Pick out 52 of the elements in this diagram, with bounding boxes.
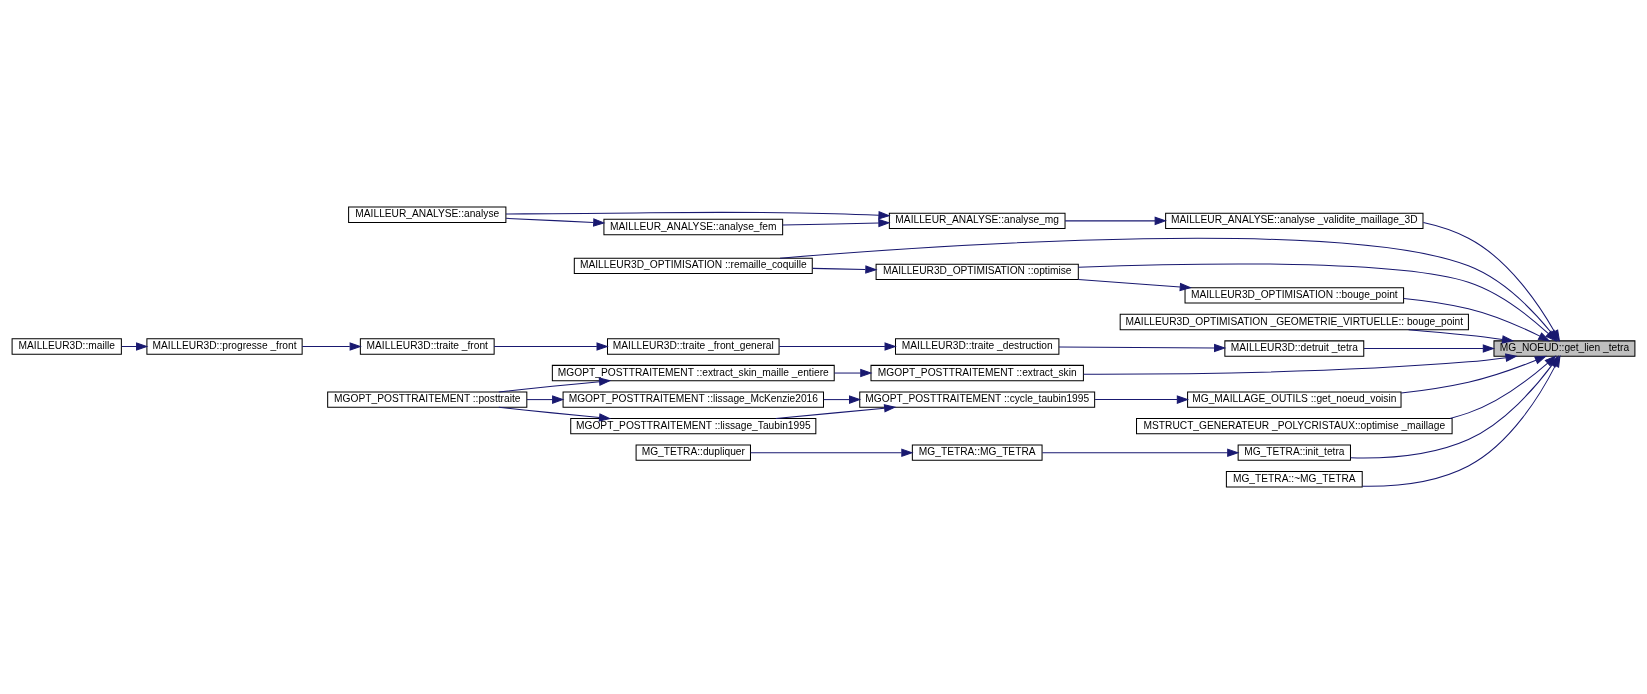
arrow (823, 395, 862, 404)
arrow (301, 342, 362, 351)
arrow (812, 265, 878, 274)
arrow (498, 377, 612, 393)
arrow (526, 395, 565, 404)
arrow (778, 342, 897, 351)
arrow (1400, 355, 1548, 394)
node-box: MAILLEUR_ANALYSE::analyse_fem (603, 218, 784, 236)
arrow (1058, 343, 1227, 353)
node-box: MAILLEUR3D::detruit _tetra (1224, 340, 1365, 357)
node-box: MAILLEUR3D_OPTIMISATION _GEOMETRIE_VIRTUELLE:: bouge_point (1119, 313, 1469, 331)
node-box: MAILLEUR3D::traite _front (359, 338, 495, 355)
arrow (1077, 278, 1192, 292)
arrow (1363, 344, 1496, 353)
node-box: MAILLEUR_ANALYSE::analyse_mg (888, 212, 1066, 230)
node-box: MAILLEUR3D_OPTIMISATION ::optimise (875, 263, 1079, 281)
node-box: MGOPT_POSTTRAITEMENT ::lissage_McKenzie2016 (562, 391, 824, 408)
node-box: MAILLEUR_ANALYSE::analyse _validite_maillage_3D (1165, 212, 1424, 230)
arrow (505, 211, 891, 220)
node-box: MG_TETRA::MG_TETRA (911, 444, 1043, 461)
node-box: MGOPT_POSTTRAITEMENT ::extract_skin (870, 364, 1084, 382)
node-box: MAILLEUR3D::maille (11, 338, 122, 355)
arrow (1403, 297, 1551, 342)
node-box: MAILLEUR3D_OPTIMISATION ::bouge_point (1184, 287, 1405, 304)
arrow (505, 217, 606, 227)
arrow (782, 218, 891, 228)
node-box: MAILLEUR3D::traite _destruction (895, 338, 1060, 355)
node-box: MG_MAILLAGE_OUTILS ::get_noeud_voisin (1187, 391, 1402, 408)
arrow (1064, 216, 1167, 226)
node-box: MAILLEUR3D::progresse _front (146, 338, 303, 355)
arrow (833, 368, 873, 378)
arrow (1083, 353, 1518, 375)
arrow (750, 448, 914, 457)
arrow (498, 406, 612, 422)
node-box: MG_NOEUD::get_lien _tetra (1493, 340, 1636, 357)
node-box: MAILLEUR3D_OPTIMISATION ::remaille_coquille (573, 257, 813, 274)
node-box: MG_TETRA::dupliquer (635, 444, 751, 461)
node-box: MGOPT_POSTTRAITEMENT ::lissage_Taubin1995 (570, 418, 817, 435)
node-box: MGOPT_POSTTRAITEMENT ::extract_skin_maille _entiere (551, 364, 835, 382)
node-box: MG_TETRA::init_tetra (1237, 444, 1351, 461)
node-box: MGOPT_POSTTRAITEMENT ::posttraite (327, 391, 528, 408)
arrow (1094, 395, 1190, 404)
arrow (121, 342, 149, 351)
node-box: MAILLEUR_ANALYSE::analyse (348, 206, 507, 223)
arrow (1408, 329, 1515, 344)
node-box: MAILLEUR3D::traite _front_general (607, 338, 780, 355)
node-box: MG_TETRA::~MG_TETRA (1225, 471, 1363, 488)
arrow (1041, 448, 1240, 457)
node-box: MGOPT_POSTTRAITEMENT ::cycle_taubin1995 (859, 391, 1096, 408)
arrow (775, 404, 897, 419)
arrow (493, 342, 609, 351)
node-box: MSTRUCT_GENERATEUR _POLYCRISTAUX::optimise _maillage (1136, 418, 1453, 435)
